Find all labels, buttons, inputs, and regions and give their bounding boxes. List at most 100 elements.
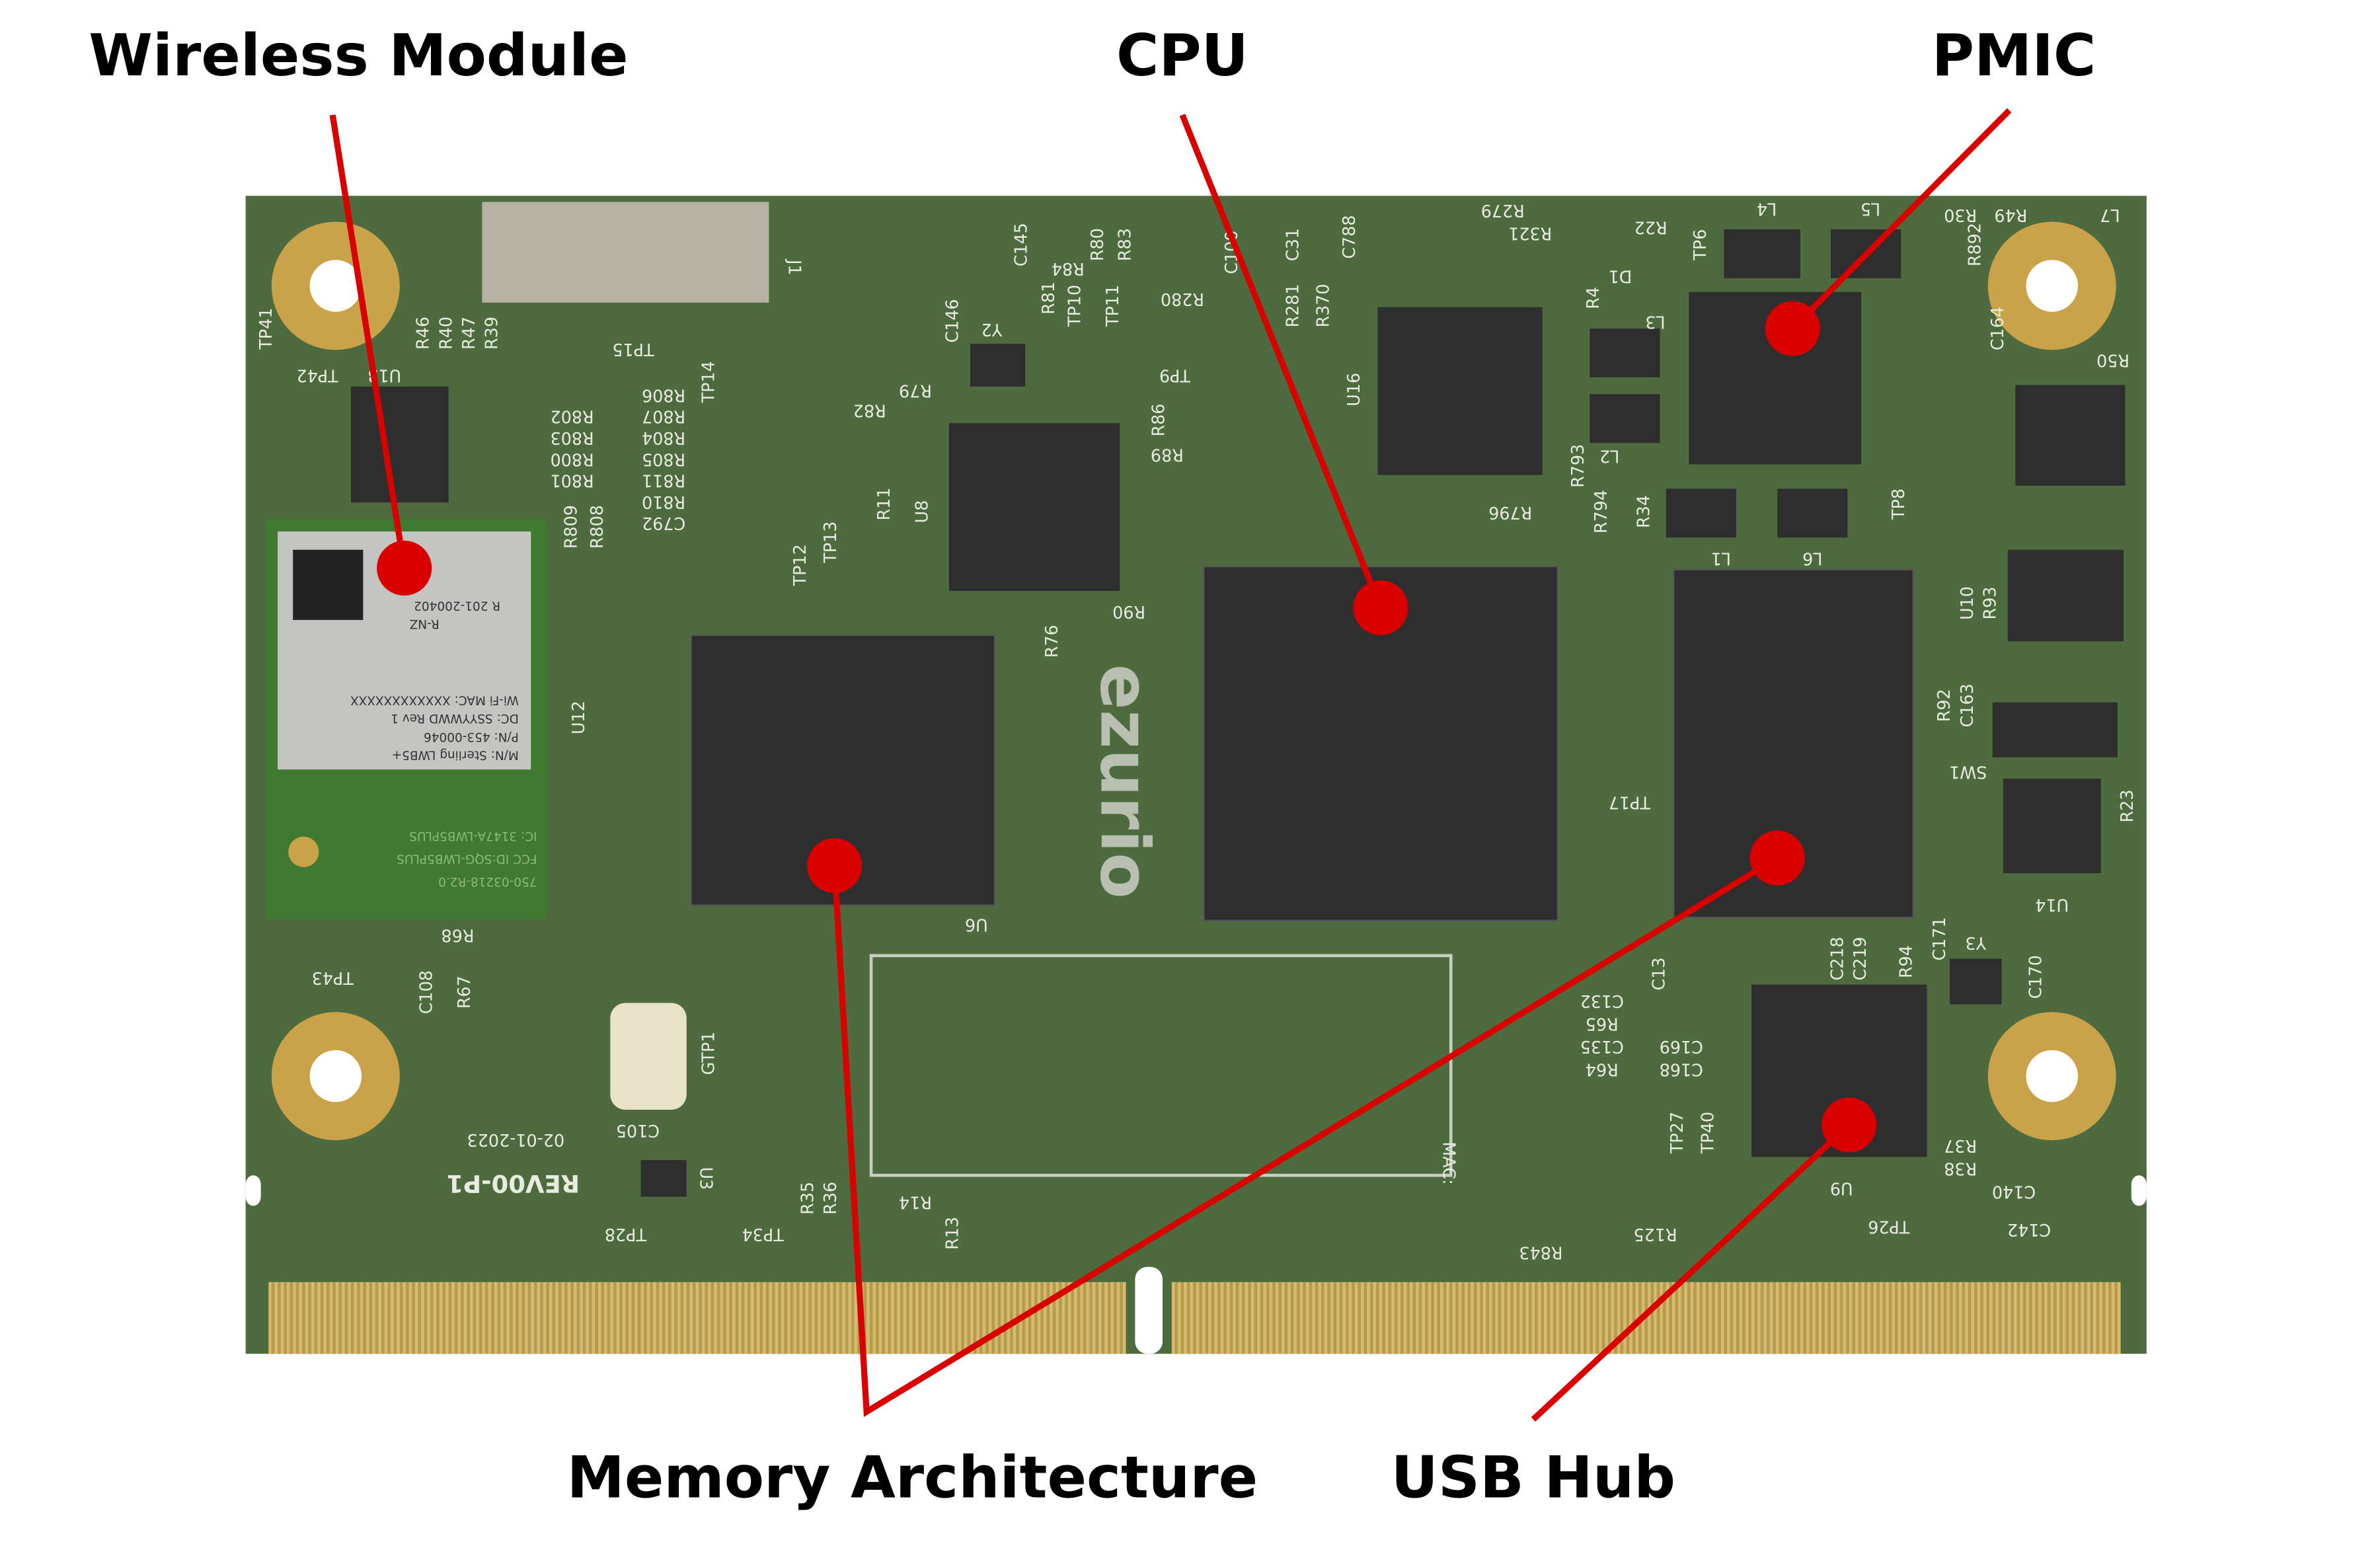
callout-lines (329, 108, 2012, 1422)
silk-label-tp10: TP10 (1064, 285, 1084, 327)
silk-label-r46: R46 (413, 317, 433, 350)
silk-label-tp12: TP12 (790, 544, 810, 586)
silk-label-r47: R47 (459, 317, 479, 350)
silk-label-l2: L2 (1599, 447, 1619, 467)
chip-u10 (2007, 549, 2124, 642)
silk-label-tp28: TP28 (605, 1225, 647, 1245)
callout-line-pmic (1790, 108, 2012, 331)
silk-label-r94: R94 (1896, 945, 1915, 978)
silk-label-l3: L3 (1645, 313, 1665, 332)
silk-label-tp13: TP13 (820, 521, 840, 564)
silk-label-r4: R4 (1583, 287, 1603, 309)
silk-label-y2: Y2 (981, 320, 1003, 340)
silk-label-r92: R92 (1934, 689, 1954, 722)
silk-label-c168: C168 (1660, 1060, 1703, 1080)
silk-label-r81: R81 (1038, 282, 1058, 315)
edge-connector-left (268, 1282, 1126, 1354)
silk-label-r804: R804 (642, 428, 685, 448)
module-text: R 201-200402 (414, 598, 500, 612)
silk-label-r808: R808 (587, 505, 607, 549)
switch-sw1 (1992, 702, 2118, 757)
silk-label-r89: R89 (1151, 445, 1184, 465)
silk-label-tp17: TP17 (1609, 793, 1651, 813)
silk-label-r90: R90 (1112, 602, 1145, 622)
silk-label-r843: R843 (1519, 1243, 1562, 1263)
silk-label-r93: R93 (1979, 587, 1999, 620)
silk-label-tp27: TP27 (1667, 1112, 1687, 1154)
inductor-l2 (1590, 394, 1660, 443)
silk-label-r65: R65 (1586, 1014, 1619, 1034)
label-pmic: PMIC (1932, 22, 2096, 89)
silk-label-r892: R892 (1964, 223, 1984, 266)
silk-label-u10: U10 (1957, 586, 1977, 620)
silk-label-r82: R82 (853, 401, 886, 420)
silk-label-r810: R810 (642, 492, 685, 512)
silk-label-c142: C142 (2007, 1220, 2051, 1240)
silk-label-r807: R807 (642, 407, 685, 427)
silk-label-tp42: TP42 (297, 366, 339, 385)
silk-label-l4: L4 (1757, 200, 1777, 219)
chip-u14 (2003, 779, 2101, 874)
silk-label-c788: C788 (1339, 215, 1359, 259)
silk-label-c13: C13 (1648, 958, 1668, 991)
silk-label-r811: R811 (642, 471, 685, 491)
silk-label-r793: R793 (1568, 444, 1588, 488)
silk-label-sw1: SW1 (1949, 763, 1987, 783)
silk-label-tp43: TP43 (312, 968, 354, 988)
callout-dot-memory-2 (1749, 830, 1805, 886)
silk-label-r49: R49 (1994, 206, 2027, 225)
callout-dot-usb (1822, 1097, 1877, 1153)
silk-label-c105: C105 (616, 1121, 660, 1141)
silk-label-c792: C792 (642, 514, 685, 533)
silk-label-r125: R125 (1634, 1225, 1677, 1245)
silk-label-tp14: TP14 (698, 361, 718, 403)
silk-label-r809: R809 (561, 505, 581, 549)
silk-label-r14: R14 (899, 1192, 932, 1212)
silk-label-c140: C140 (1992, 1182, 2036, 1202)
silk-label-r68: R68 (441, 925, 475, 945)
silk-label-r321: R321 (1508, 224, 1552, 244)
silk-label-l7: L7 (2100, 206, 2120, 225)
inductor-l1 (1666, 488, 1736, 538)
silk-label-tp34: TP34 (742, 1225, 785, 1245)
silk-label-r84: R84 (1052, 259, 1085, 279)
silk-label-r76: R76 (1042, 625, 1061, 658)
silk-label-c31: C31 (1282, 228, 1302, 261)
silk-label-r280: R280 (1161, 289, 1204, 309)
module-text: R-NZ (410, 617, 440, 631)
silk-label-c108: C108 (416, 970, 436, 1014)
silk-label-tp9: TP9 (1159, 366, 1191, 385)
chip-u3 (640, 1160, 687, 1197)
silk-label-u8: U8 (912, 500, 932, 523)
module-text: P/N: 453-00046 (424, 730, 519, 744)
mounting-holes (271, 221, 2116, 1141)
silk-label-r279: R279 (1481, 201, 1525, 221)
silk-label-r802: R802 (551, 407, 594, 427)
inductor-l3 (1590, 328, 1660, 377)
silk-label-r801: R801 (551, 471, 594, 491)
silk-label-r23: R23 (2117, 790, 2137, 823)
silk-label-l1: L1 (1711, 549, 1731, 568)
module-text: IC: 3147A-LWB5PLUS (409, 829, 537, 843)
silk-label-r34: R34 (1633, 495, 1653, 528)
silk-label-tp41: TP41 (256, 308, 276, 350)
mac-label: MAC: (1440, 1141, 1459, 1184)
callout-dot-wireless (377, 540, 432, 596)
chip-u8 (948, 423, 1120, 592)
silk-label-r79: R79 (899, 381, 932, 401)
silk-label-c219: C219 (1850, 937, 1870, 980)
silk-label-u9: U9 (1830, 1179, 1853, 1199)
silk-label-c163: C163 (1957, 683, 1977, 727)
silk-label-r281: R281 (1282, 284, 1302, 327)
shield-outline (869, 954, 1453, 1177)
silk-label-u12: U12 (568, 701, 588, 734)
silk-label-c164: C164 (1987, 307, 2007, 350)
silk-label-u16: U16 (1344, 373, 1363, 406)
silk-label-c132: C132 (1580, 991, 1624, 1011)
callout-line-memory (831, 855, 1779, 1417)
inductor-l6 (1777, 488, 1848, 538)
callout-dot-pmic (1765, 301, 1820, 356)
silk-label-r86: R86 (1148, 404, 1168, 437)
module-text: FCC ID:SQG-LWB5PLUS (397, 851, 537, 865)
crystal-y3 (1950, 958, 2002, 1005)
